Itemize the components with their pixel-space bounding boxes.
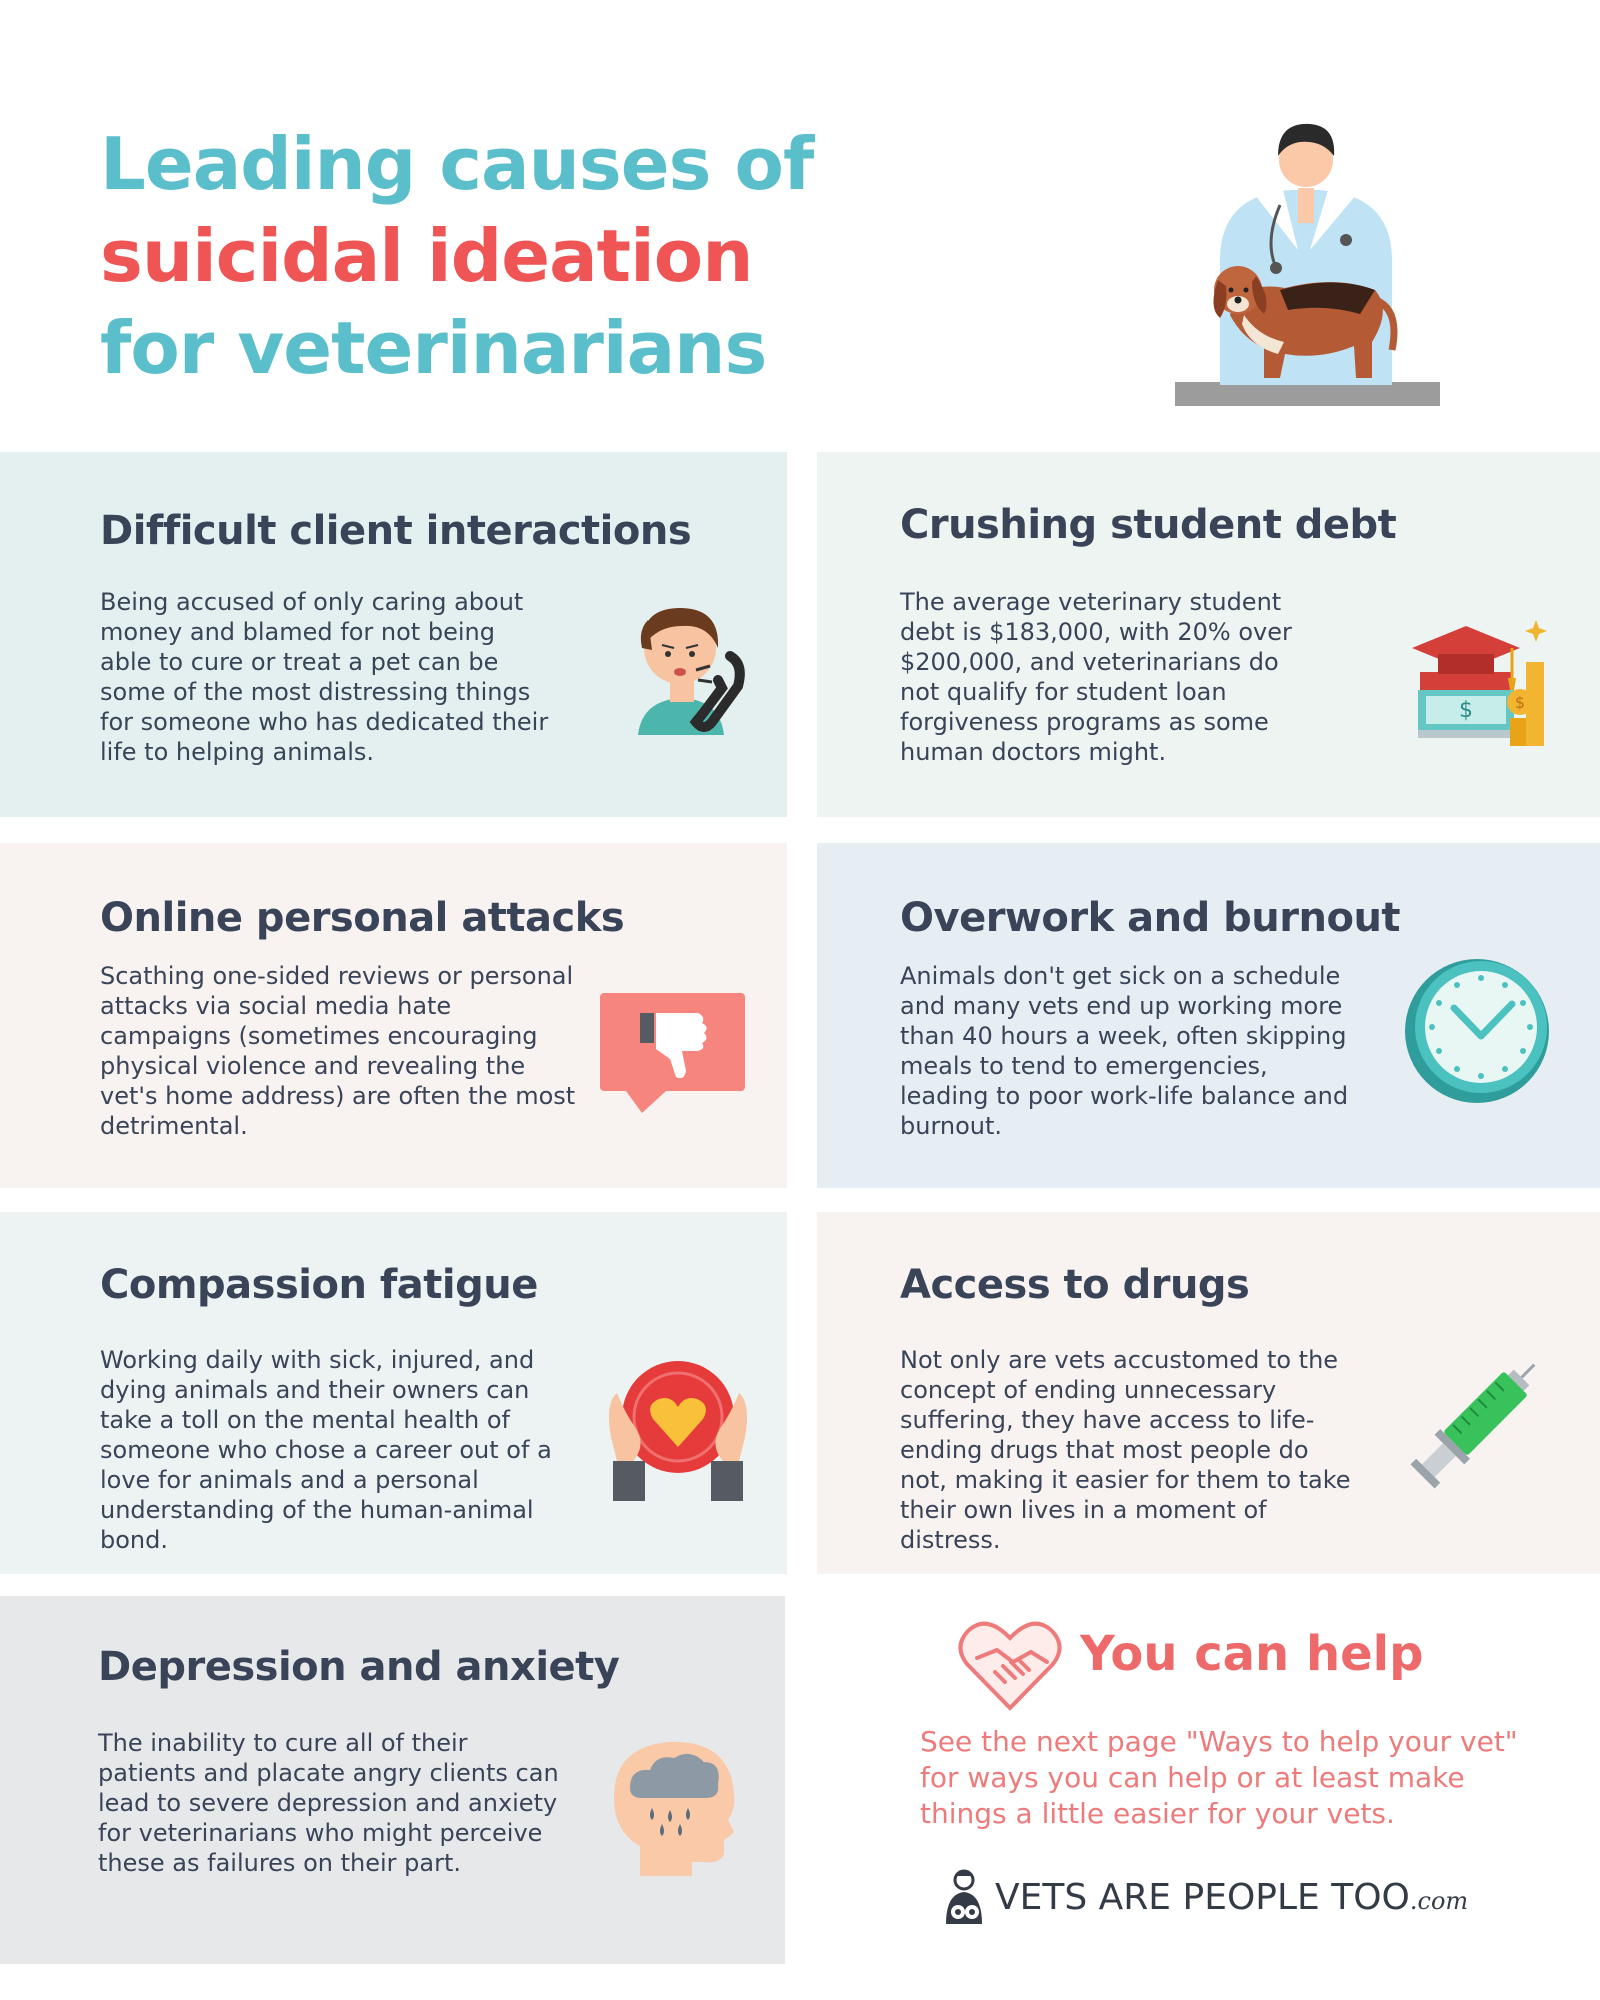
brand-name: VETS ARE PEOPLE TOO <box>995 1877 1410 1918</box>
card-heading: Overwork and burnout <box>900 895 1401 941</box>
card-body: Animals don't get sick on a schedule and… <box>900 962 1349 1140</box>
title-line-2: suicidal ideation <box>100 214 753 298</box>
handshake-heart-icon <box>958 1621 1062 1711</box>
brand-tld: .com <box>1409 1887 1469 1915</box>
card-difficult-client-interactions: Difficult client interactions Being accu… <box>0 452 787 817</box>
head-with-rain-cloud-icon <box>614 1741 735 1876</box>
card-body: Not only are vets accustomed to the conc… <box>900 1346 1351 1554</box>
title-line-3: for veterinarians <box>100 306 767 390</box>
brand-wordmark: VETS ARE PEOPLE TOO.com <box>995 1868 1468 1928</box>
card-depression-and-anxiety: Depression and anxiety The inability to … <box>0 1596 785 1964</box>
veterinarian-with-dog-illustration <box>1175 123 1440 406</box>
syringe-icon <box>1410 1363 1536 1489</box>
page-title: Leading causes of suicidal ideation for … <box>100 118 860 394</box>
vet-with-dog-logo-icon <box>946 1869 982 1924</box>
card-body: Being accused of only caring about money… <box>100 588 549 766</box>
card-crushing-student-debt: Crushing student debt The average veteri… <box>817 452 1600 817</box>
title-line-1: Leading causes of <box>100 122 814 206</box>
help-text: See the next page "Ways to help your vet… <box>920 1725 1518 1830</box>
card-heading: Depression and anxiety <box>98 1644 620 1690</box>
card-body: The inability to cure all of their patie… <box>98 1729 559 1877</box>
card-heading: Crushing student debt <box>900 502 1397 548</box>
card-access-to-drugs: Access to drugs Not only are vets accust… <box>817 1212 1600 1574</box>
card-overwork-and-burnout: Overwork and burnout Animals don't get s… <box>817 843 1600 1188</box>
hands-holding-heart-icon <box>609 1361 747 1501</box>
thumbs-down-icon <box>600 993 745 1113</box>
svg-text:$: $ <box>1515 693 1525 712</box>
svg-text:$: $ <box>1459 698 1473 723</box>
card-heading: Access to drugs <box>900 1262 1250 1308</box>
card-compassion-fatigue: Compassion fatigue Working daily with si… <box>0 1212 787 1574</box>
card-heading: Difficult client interactions <box>100 508 692 554</box>
upset-person-on-phone-icon <box>638 608 745 735</box>
card-body: The average veterinary student debt is $… <box>900 588 1292 766</box>
help-title: You can help <box>1080 1626 1424 1682</box>
clock-icon <box>1405 959 1549 1103</box>
you-can-help-section: You can help See the next page "Ways to … <box>820 1596 1600 2000</box>
card-heading: Online personal attacks <box>100 895 625 941</box>
card-heading: Compassion fatigue <box>100 1262 538 1308</box>
card-online-personal-attacks: Online personal attacks Scathing one-sid… <box>0 843 787 1188</box>
card-body: Scathing one-sided reviews or personal a… <box>100 962 576 1140</box>
graduation-cap-money-icon: $ $ <box>1412 620 1547 746</box>
card-body: Working daily with sick, injured, and dy… <box>100 1346 552 1554</box>
